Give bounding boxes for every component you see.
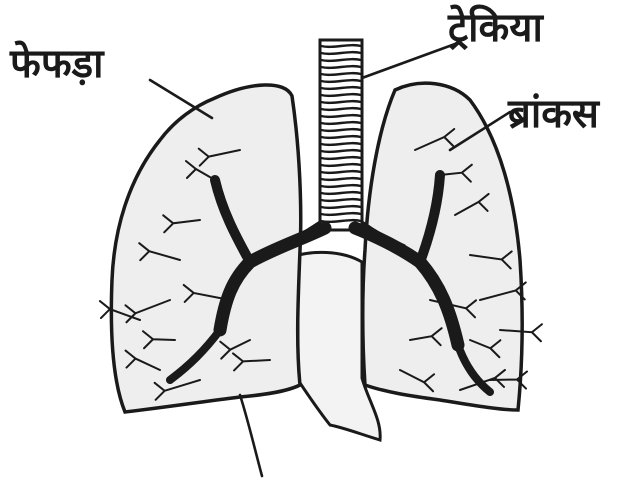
label-lungs: फेफड़ा: [10, 44, 103, 84]
lungs-pointer: [150, 80, 212, 118]
stand-line: [240, 395, 262, 476]
label-bronchus: ब्रांकस: [508, 94, 599, 134]
label-trachea: ट्रेकिया: [448, 8, 543, 48]
trachea-pointer: [362, 44, 455, 78]
